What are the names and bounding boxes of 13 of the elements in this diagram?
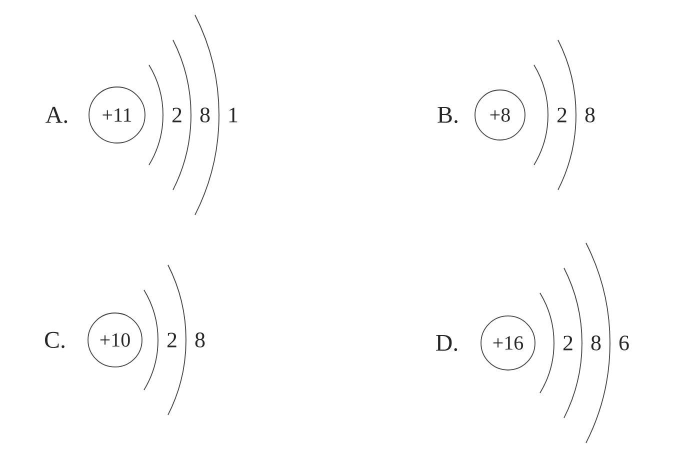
electron-count: 2 bbox=[557, 108, 566, 122]
electron-count: 1 bbox=[229, 108, 238, 122]
electron-count: 2 bbox=[167, 332, 176, 348]
electron-count: 8 bbox=[585, 108, 595, 122]
electron-count: 8 bbox=[591, 336, 601, 350]
electron-count: 2 bbox=[563, 336, 572, 350]
option-letter: A. bbox=[46, 106, 68, 124]
electron-count: 8 bbox=[200, 108, 210, 122]
electron-count: 2 bbox=[172, 108, 182, 122]
option-letter: D. bbox=[436, 334, 458, 352]
electron-count: 6 bbox=[619, 336, 629, 350]
option-letter: C. bbox=[45, 332, 64, 348]
electron-count: 8 bbox=[195, 332, 205, 348]
